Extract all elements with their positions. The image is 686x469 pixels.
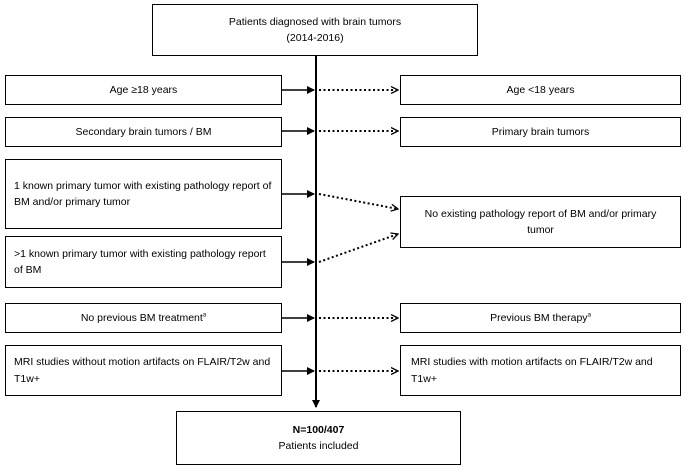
inclusion-label-age: Age ≥18 years: [109, 83, 178, 96]
inclusion-label-multiple-primary: >1 known primary tumor with existing pat…: [14, 247, 266, 276]
inclusion-box-mri-without-artifacts: MRI studies without motion artifacts on …: [5, 345, 282, 396]
exclusion-box-primary-tumors: Primary brain tumors: [400, 117, 681, 147]
exclusion-label-age: Age <18 years: [506, 83, 575, 96]
exclusion-arrow-3: [318, 193, 398, 209]
included-patients-box: N=100/407 Patients included: [176, 411, 461, 465]
inclusion-box-secondary-tumors: Secondary brain tumors / BM: [5, 117, 282, 147]
included-count: N=100/407: [292, 423, 345, 436]
exclusion-arrow-4: [318, 234, 398, 263]
exclusion-label-no-pathology: No existing pathology report of BM and/o…: [424, 207, 657, 236]
exclusion-box-mri-with-artifacts: MRI studies with motion artifacts on FLA…: [400, 345, 681, 396]
inclusion-box-multiple-primary: >1 known primary tumor with existing pat…: [5, 236, 282, 288]
inclusion-label-mri-without-artifacts: MRI studies without motion artifacts on …: [14, 356, 271, 385]
exclusion-label-mri-with-artifacts: MRI studies with motion artifacts on FLA…: [411, 356, 653, 385]
inclusion-label-secondary-tumors: Secondary brain tumors / BM: [75, 125, 212, 138]
source-population-title: Patients diagnosed with brain tumors: [228, 15, 402, 28]
exclusion-label-previous-therapy: Previous BM therapya: [490, 311, 591, 324]
inclusion-label-one-primary: 1 known primary tumor with existing path…: [14, 179, 272, 208]
inclusion-label-no-previous-treatment: No previous BM treatmenta: [80, 311, 207, 324]
inclusion-box-one-primary: 1 known primary tumor with existing path…: [5, 159, 282, 229]
exclusion-box-previous-therapy: Previous BM therapya: [400, 303, 681, 333]
exclusion-label-primary-tumors: Primary brain tumors: [491, 125, 590, 138]
source-population-box: Patients diagnosed with brain tumors (20…: [152, 4, 478, 56]
inclusion-box-no-previous-treatment: No previous BM treatmenta: [5, 303, 282, 333]
footnote-marker-a-right: a: [587, 312, 591, 319]
footnote-marker-a-left: a: [202, 312, 207, 319]
exclusion-box-age: Age <18 years: [400, 75, 681, 105]
exclusion-box-no-pathology: No existing pathology report of BM and/o…: [400, 196, 681, 248]
inclusion-box-age: Age ≥18 years: [5, 75, 282, 105]
source-population-years: (2014-2016): [286, 32, 344, 44]
included-label: Patients included: [278, 440, 359, 452]
